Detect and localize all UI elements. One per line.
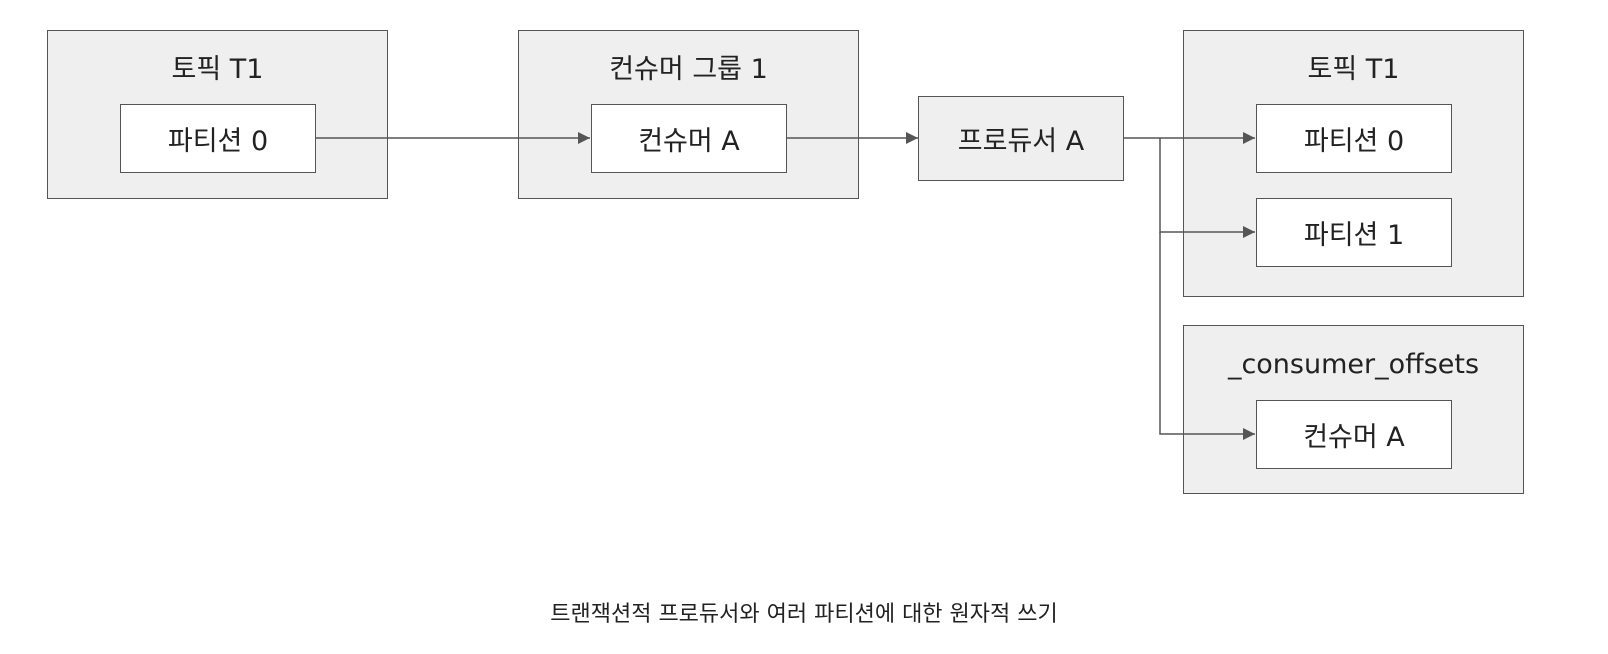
- target-partition-0: 파티션 0: [1256, 104, 1452, 173]
- arrow-producer-to-offsets-consumer-a: [1159, 232, 1255, 440]
- figure-caption: 트랜잭션적 프로듀서와 여러 파티션에 대한 원자적 쓰기: [550, 602, 1058, 627]
- target-topic-title: 토픽 T1: [1307, 54, 1400, 85]
- source-partition-0: 파티션 0: [120, 104, 316, 173]
- source-topic-group: 토픽 T1 파티션 0: [47, 30, 388, 199]
- target-topic-group: 토픽 T1 파티션 0 파티션 1: [1183, 30, 1524, 297]
- consumer-group: 컨슈머 그룹 1 컨슈머 A: [518, 30, 859, 199]
- offsets-topic-group: _consumer_offsets 컨슈머 A: [1183, 325, 1524, 494]
- offsets-topic-title: _consumer_offsets: [1227, 349, 1480, 380]
- target-partition-1: 파티션 1: [1256, 198, 1452, 267]
- consumer-group-title: 컨슈머 그룹 1: [609, 54, 768, 85]
- offsets-consumer-a: 컨슈머 A: [1256, 400, 1452, 469]
- producer-a: 프로듀서 A: [918, 96, 1124, 181]
- source-topic-title: 토픽 T1: [171, 54, 264, 85]
- arrow-producer-to-target-partition-1: [1159, 138, 1255, 238]
- consumer-a: 컨슈머 A: [591, 104, 787, 173]
